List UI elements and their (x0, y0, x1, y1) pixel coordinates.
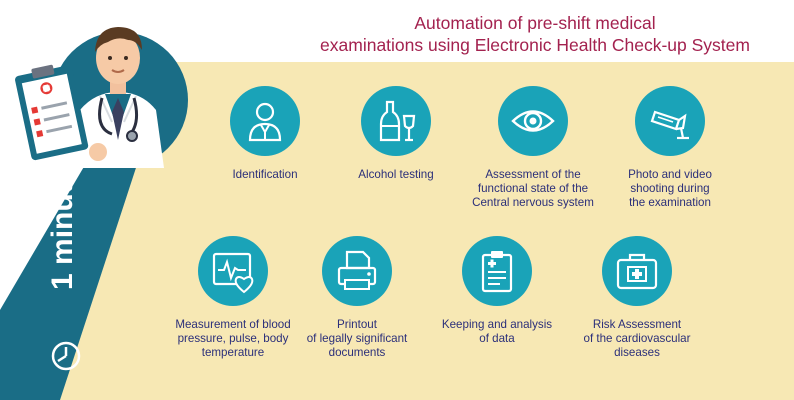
step-printout: Printout of legally significant document… (272, 236, 442, 360)
step-icon-circle (498, 86, 568, 156)
clipboard-icon (481, 251, 513, 293)
page-title: Automation of pre-shift medical examinat… (300, 12, 770, 56)
step-icon-circle (635, 86, 705, 156)
title-line-1: Automation of pre-shift medical (414, 13, 656, 33)
step-alcohol-testing: Alcohol testing (311, 86, 481, 182)
step-data-analysis: Keeping and analysis of data (412, 236, 582, 346)
step-label: Keeping and analysis of data (441, 318, 553, 345)
step-icon-circle (462, 236, 532, 306)
step-label: Identification (232, 168, 298, 181)
step-measurement: Measurement of blood pressure, pulse, bo… (148, 236, 318, 360)
medkit-icon (616, 253, 658, 290)
step-label: Alcohol testing (358, 168, 434, 181)
step-icon-circle (198, 236, 268, 306)
doctor-illustration (15, 27, 164, 168)
printer-icon (337, 250, 377, 290)
bottle-glass-icon (379, 100, 416, 142)
step-photo-video: Photo and video shooting during the exam… (585, 86, 755, 210)
step-icon-circle (230, 86, 300, 156)
step-icon-circle (361, 86, 431, 156)
clock-icon (51, 341, 81, 371)
monitor-heart-icon (212, 252, 254, 294)
step-label: Measurement of blood pressure, pulse, bo… (175, 318, 291, 359)
step-label: Printout of legally significant document… (306, 318, 408, 359)
title-line-2: examinations using Electronic Health Che… (320, 35, 750, 55)
step-icon-circle (602, 236, 672, 306)
camera-icon (650, 110, 689, 140)
step-risk-assessment: Risk Assessment of the cardiovascular di… (552, 236, 722, 360)
duration-label: 1 minute (46, 166, 79, 290)
step-label: Risk Assessment of the cardiovascular di… (583, 318, 691, 359)
person-icon (248, 102, 282, 142)
step-icon-circle (322, 236, 392, 306)
step-label: Assessment of the functional state of th… (472, 168, 594, 209)
step-label: Photo and video shooting during the exam… (628, 168, 712, 209)
step-identification: Identification (180, 86, 350, 182)
eye-icon (511, 110, 555, 132)
background-band (40, 62, 794, 400)
step-cns-assessment: Assessment of the functional state of th… (448, 86, 618, 210)
